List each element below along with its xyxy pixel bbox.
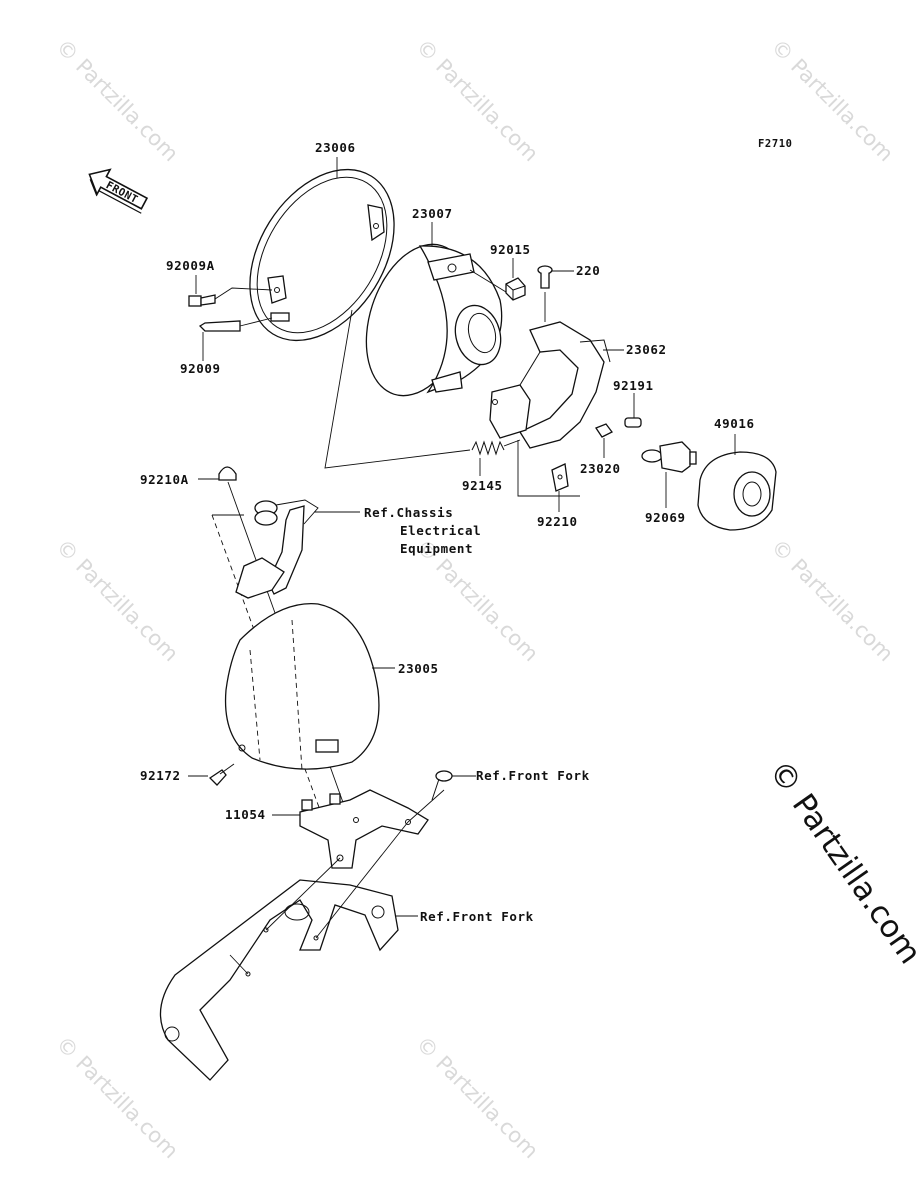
label-11054: 11054: [225, 807, 266, 822]
label-92210A: 92210A: [140, 472, 189, 487]
label-23062: 23062: [626, 342, 667, 357]
front-arrow-icon: FRONT: [88, 168, 149, 214]
screw-92172-icon: [208, 763, 235, 786]
label-23020: 23020: [580, 461, 621, 476]
headlight-rim: [249, 168, 395, 342]
nut-92015-icon: [505, 277, 526, 301]
pin-92191-icon: [624, 417, 642, 428]
watermark: © Partzilla.com: [51, 1032, 183, 1164]
label-92069: 92069: [645, 510, 686, 525]
label-92009A: 92009A: [166, 258, 215, 273]
dust-cover-49016: [697, 451, 777, 531]
nut-92210A-icon: [218, 466, 237, 481]
ref-chassis-line3: Equipment: [400, 541, 473, 556]
watermark: © Partzilla.com: [411, 35, 543, 167]
plate-92210-icon: [551, 463, 569, 492]
label-23006: 23006: [315, 140, 356, 155]
watermark: © Partzilla.com: [51, 535, 183, 667]
ref-front-fork-lower: Ref.Front Fork: [420, 909, 534, 924]
headlight-housing: [365, 243, 503, 397]
label-92191: 92191: [613, 378, 654, 393]
bolt-92009A-icon: [188, 294, 216, 307]
watermark: © Partzilla.com: [411, 1032, 543, 1164]
clip-23020-icon: [595, 423, 613, 438]
lower-fork-bracket: [159, 879, 399, 1081]
label-49016: 49016: [714, 416, 755, 431]
figure-code: F2710: [758, 138, 793, 150]
watermark: © Partzilla.com: [51, 35, 183, 167]
bulb-92069-icon: [641, 441, 697, 473]
headlight-shell-23005: [224, 602, 380, 771]
ref-front-fork-upper: Ref.Front Fork: [476, 768, 590, 783]
chassis-bracket: [235, 500, 305, 599]
watermark: © Partzilla.com: [766, 535, 898, 667]
label-92210: 92210: [537, 514, 578, 529]
screw-220-icon: [537, 265, 553, 289]
front-badge-label: FRONT: [104, 179, 140, 206]
bracket-11054: [299, 789, 429, 869]
front-fork-bolt-icon: [431, 770, 453, 801]
label-23007: 23007: [412, 206, 453, 221]
bolt-92009-icon: [198, 320, 241, 332]
label-92145: 92145: [462, 478, 503, 493]
label-92172: 92172: [140, 768, 181, 783]
label-23005: 23005: [398, 661, 439, 676]
spring-92145-icon: [471, 440, 505, 456]
label-92015: 92015: [490, 242, 531, 257]
label-92009: 92009: [180, 361, 221, 376]
ref-chassis-line1: Ref.Chassis: [364, 505, 453, 520]
ref-chassis-line2: Electrical: [400, 523, 481, 538]
label-220: 220: [576, 263, 600, 278]
bracket-23062: [489, 321, 611, 449]
brand-watermark: © Partzilla.com: [761, 754, 917, 971]
